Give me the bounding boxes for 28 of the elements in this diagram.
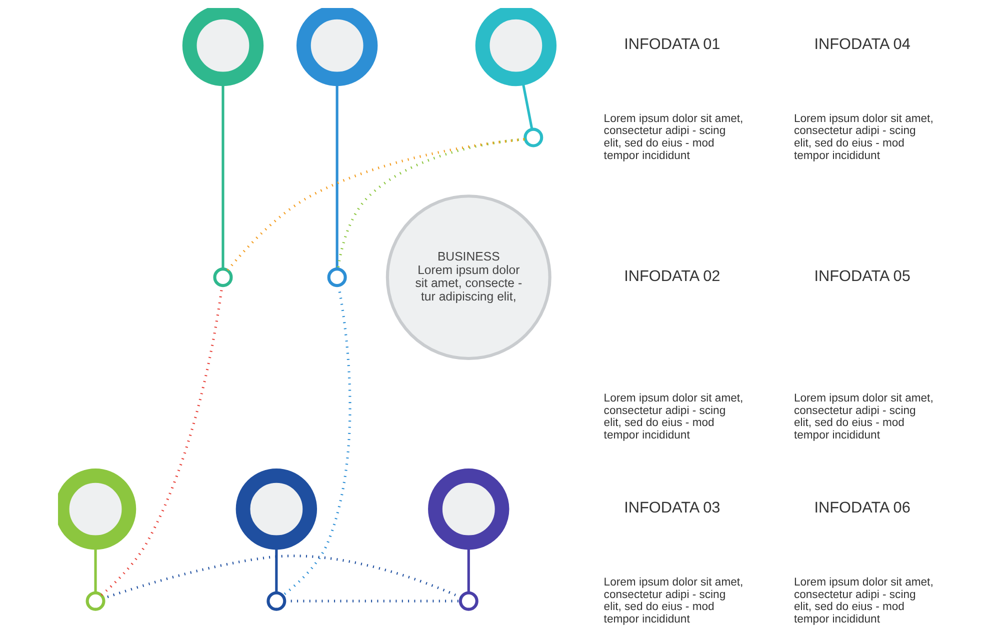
node-circle: BUSINESS Lorem ipsum dolor sit amet, consecte - tur adipiscing elit, — [385, 194, 551, 360]
connector — [281, 285, 351, 597]
node-circle — [182, 8, 264, 86]
node-circle — [428, 468, 509, 550]
node-circle — [474, 8, 556, 86]
node-circle — [85, 591, 105, 611]
label: INFODATA 03 — [624, 500, 720, 517]
connector — [336, 138, 525, 270]
node-circle — [458, 591, 478, 611]
node-circle — [523, 128, 543, 148]
label: Lorem ipsum dolor sit amet, consectetur adipi - scing elit, sed do eius - mod tempor incididunt — [793, 392, 933, 442]
node-circle — [266, 591, 286, 611]
label: Lorem ipsum dolor sit amet, consectetur adipi - scing elit, sed do eius - mod tempor incididunt — [603, 576, 743, 626]
node-circle — [326, 268, 346, 288]
label: Lorem ipsum dolor sit amet, consectetur adipi - scing elit, sed do eius - mod tempor incididunt — [793, 112, 933, 162]
connector — [226, 138, 525, 271]
label: INFODATA 06 — [814, 500, 910, 517]
label: INFODATA 01 — [624, 36, 720, 54]
node-circle — [212, 268, 232, 288]
label: INFODATA 02 — [624, 268, 720, 285]
label: Lorem ipsum dolor sit amet, consectetur adipi - scing elit, sed do eius - mod tempor incididunt — [603, 112, 743, 162]
node-circle — [296, 8, 378, 86]
label: Lorem ipsum dolor sit amet, consectetur adipi - scing elit, sed do eius - mod tempor incididunt — [603, 392, 743, 442]
label: INFODATA 05 — [814, 268, 910, 285]
node-circle — [235, 468, 317, 550]
node-circle — [58, 468, 136, 550]
label: Lorem ipsum dolor sit amet, consectetur adipi - scing elit, sed do eius - mod tempor incididunt — [793, 576, 933, 626]
label: INFODATA 04 — [814, 36, 910, 54]
